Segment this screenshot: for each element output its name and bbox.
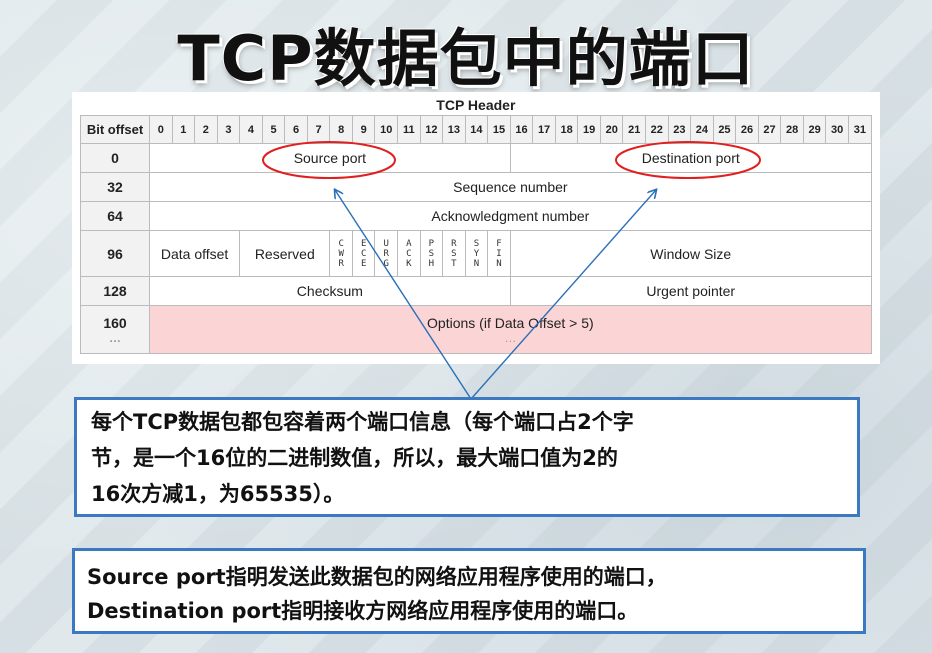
bit-number-header: 21 (622, 115, 647, 144)
table-row: 128 Checksum Urgent pointer (80, 276, 872, 306)
bit-number-header: 19 (577, 115, 601, 144)
bit-number-header: 31 (847, 115, 872, 144)
options-cell: Options (if Data Offset > 5) … (149, 305, 872, 354)
table-row: 32 Sequence number (80, 172, 872, 202)
checksum-cell: Checksum (149, 276, 511, 306)
bit-number-header: 24 (690, 115, 714, 144)
bit-number-header: 8 (329, 115, 353, 144)
bit-number-header: 20 (599, 115, 624, 144)
options-continuation: … (504, 330, 517, 345)
bit-number-header: 25 (712, 115, 737, 144)
row-offset-continuation: … (109, 330, 121, 345)
bit-number-header: 28 (780, 115, 804, 144)
tcp-flag-label: S Y N (473, 238, 480, 269)
bit-number-header: 17 (532, 115, 556, 144)
port-info-note: 每个TCP数据包都包容着两个端口信息（每个端口占2个字 节，是一个16位的二进制… (74, 397, 860, 517)
source-port-cell: Source port (149, 143, 511, 173)
bit-number-header: 12 (419, 115, 444, 144)
table-caption: TCP Header (436, 97, 516, 113)
tcp-flag-cell: C W R (329, 230, 353, 277)
urgent-pointer-cell: Urgent pointer (509, 276, 872, 306)
table-row: 160 … Options (if Data Offset > 5) … (80, 305, 872, 354)
destination-port-cell: Destination port (509, 143, 872, 173)
tcp-flag-label: C W R (338, 238, 344, 269)
reserved-cell: Reserved (239, 230, 331, 277)
tcp-flag-label: R S T (451, 238, 457, 269)
tcp-flag-label: E C E (360, 238, 367, 269)
bit-number-header: 6 (284, 115, 308, 144)
bit-number-header: 1 (171, 115, 196, 144)
bit-number-header: 0 (149, 115, 173, 144)
row-offset-160: 160 … (80, 305, 150, 354)
tcp-flag-cell: E C E (351, 230, 376, 277)
bit-number-header: 3 (216, 115, 241, 144)
acknowledgment-number-cell: Acknowledgment number (149, 201, 872, 231)
tcp-flag-cell: F I N (487, 230, 511, 277)
row-offset: 0 (80, 143, 150, 173)
bit-number-header: 26 (735, 115, 759, 144)
note-line: 节，是一个16位的二进制数值，所以，最大端口值为2的 (91, 446, 618, 470)
tcp-flag-cell: P S H (419, 230, 444, 277)
data-offset-cell: Data offset (148, 230, 241, 277)
note-line: 16次方减1，为65535）。 (91, 482, 345, 506)
tcp-flag-cell: U R G (374, 230, 399, 277)
bit-number-header: 13 (442, 115, 466, 144)
bit-number-header: 11 (397, 115, 421, 144)
bit-number-header: 4 (239, 115, 263, 144)
note-line: 每个TCP数据包都包容着两个端口信息（每个端口占2个字 (91, 410, 634, 434)
note-line: Source port指明发送此数据包的网络应用程序使用的端口， (87, 565, 667, 589)
row-offset: 64 (80, 201, 150, 231)
bit-number-header: 5 (261, 115, 286, 144)
tcp-flag-cell: R S T (442, 230, 466, 277)
tcp-flag-label: F I N (496, 238, 502, 269)
bit-offset-corner: Bit offset (80, 115, 150, 144)
bit-number-header: 27 (757, 115, 782, 144)
tcp-flag-label: A C K (406, 238, 412, 269)
bit-number-header: 15 (487, 115, 511, 144)
table-row: 96 Data offset Reserved C W R E C E U R G A… (80, 230, 872, 277)
bit-number-header: 9 (351, 115, 376, 144)
row-offset: 32 (80, 172, 150, 202)
tcp-flag-label: U R G (383, 238, 389, 269)
tcp-flag-cell: S Y N (464, 230, 489, 277)
tcp-flag-label: P S H (428, 238, 435, 269)
tcp-flag-cell: A C K (397, 230, 421, 277)
table-row: 64 Acknowledgment number (80, 201, 872, 231)
bit-number-header: 16 (509, 115, 534, 144)
slide-title: TCP数据包中的端口 (177, 22, 755, 95)
row-offset: 96 (80, 230, 150, 277)
bit-number-header: 30 (825, 115, 849, 144)
sequence-number-cell: Sequence number (149, 172, 872, 202)
bit-number-header: 14 (464, 115, 489, 144)
bit-number-header: 23 (667, 115, 692, 144)
window-size-cell: Window Size (509, 230, 872, 277)
bit-number-header: 22 (645, 115, 669, 144)
row-offset: 160 (103, 314, 127, 331)
options-label: Options (if Data Offset > 5) (427, 314, 594, 331)
row-offset: 128 (80, 276, 150, 306)
bit-number-header: 2 (194, 115, 218, 144)
port-meaning-note: Source port指明发送此数据包的网络应用程序使用的端口， Destina… (72, 548, 866, 634)
bit-number-header: 29 (802, 115, 827, 144)
bit-number-header: 18 (554, 115, 579, 144)
bit-number-header: 10 (374, 115, 399, 144)
bit-number-header: 7 (306, 115, 331, 144)
note-line: Destination port指明接收方网络应用程序使用的端口。 (87, 599, 639, 623)
table-row: 0 Source port Destination port (80, 143, 872, 173)
